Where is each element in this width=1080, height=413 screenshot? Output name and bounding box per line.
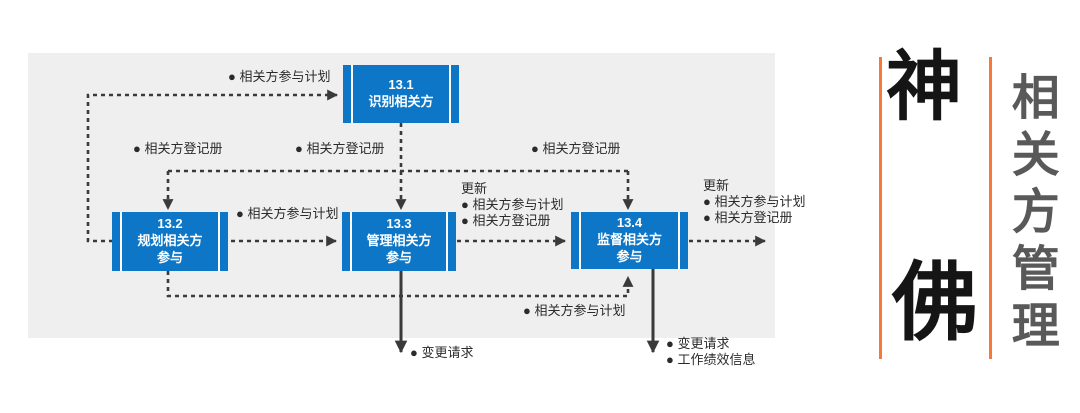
process-node-13-1: 13.1 识别相关方 [343,65,459,123]
accent-divider-left [879,57,882,359]
label-stakeholder-engagement-plan-mid: ● 相关方参与计划 [236,206,339,221]
label-change-request-133: ● 变更请求 [410,345,474,360]
process-number: 13.2 [157,216,183,232]
label-updates-title: 更新 [703,178,730,193]
process-node-13-3: 13.3 管理相关方参与 [342,212,456,271]
label-updates-plan: ● 相关方参与计划 [461,197,564,212]
process-number: 13.4 [616,215,643,231]
label-updates-block-mid: 更新 ● 相关方参与计划 ● 相关方登记册 [461,181,563,229]
brand-character-shen: 神 [886,45,962,130]
label-stakeholder-engagement-plan-bottom: ● 相关方参与计划 [523,303,626,318]
process-name: 监督相关方参与 [596,232,662,264]
process-name: 管理相关方参与 [366,233,432,265]
brand-character-fo: 佛 [892,255,978,351]
label-updates-register: ● 相关方登记册 [703,210,793,225]
label-outputs-134: ● 变更请求 ● 工作绩效信息 [666,336,755,368]
label-updates-plan: ● 相关方参与计划 [703,194,806,209]
process-number: 13.3 [386,216,412,232]
process-node-13-2: 13.2 规划相关方参与 [112,212,228,271]
accent-divider-right [989,57,992,359]
vertical-chapter-title: 相关方管理 [1003,72,1057,357]
label-updates-title: 更新 [461,181,488,196]
label-updates-register: ● 相关方登记册 [461,213,551,228]
label-change-request-134: ● 变更请求 [666,336,730,351]
label-stakeholder-register-2: ● 相关方登记册 [295,141,385,156]
label-stakeholder-register-1: ● 相关方登记册 [133,141,223,156]
label-work-performance-info: ● 工作绩效信息 [666,352,756,367]
process-node-13-4: 13.4 监督相关方参与 [571,212,688,269]
label-updates-block-output: 更新 ● 相关方参与计划 ● 相关方登记册 [703,178,805,226]
flow-arrow-132-to-134-plan-bottom [166,271,634,298]
process-name: 规划相关方参与 [137,233,203,265]
process-name: 识别相关方 [368,94,434,109]
label-stakeholder-register-3: ● 相关方登记册 [531,141,621,156]
flow-arrow-132-to-131-plan [86,89,339,243]
label-stakeholder-engagement-plan-top: ● 相关方参与计划 [228,69,331,84]
process-number: 13.1 [388,77,414,93]
